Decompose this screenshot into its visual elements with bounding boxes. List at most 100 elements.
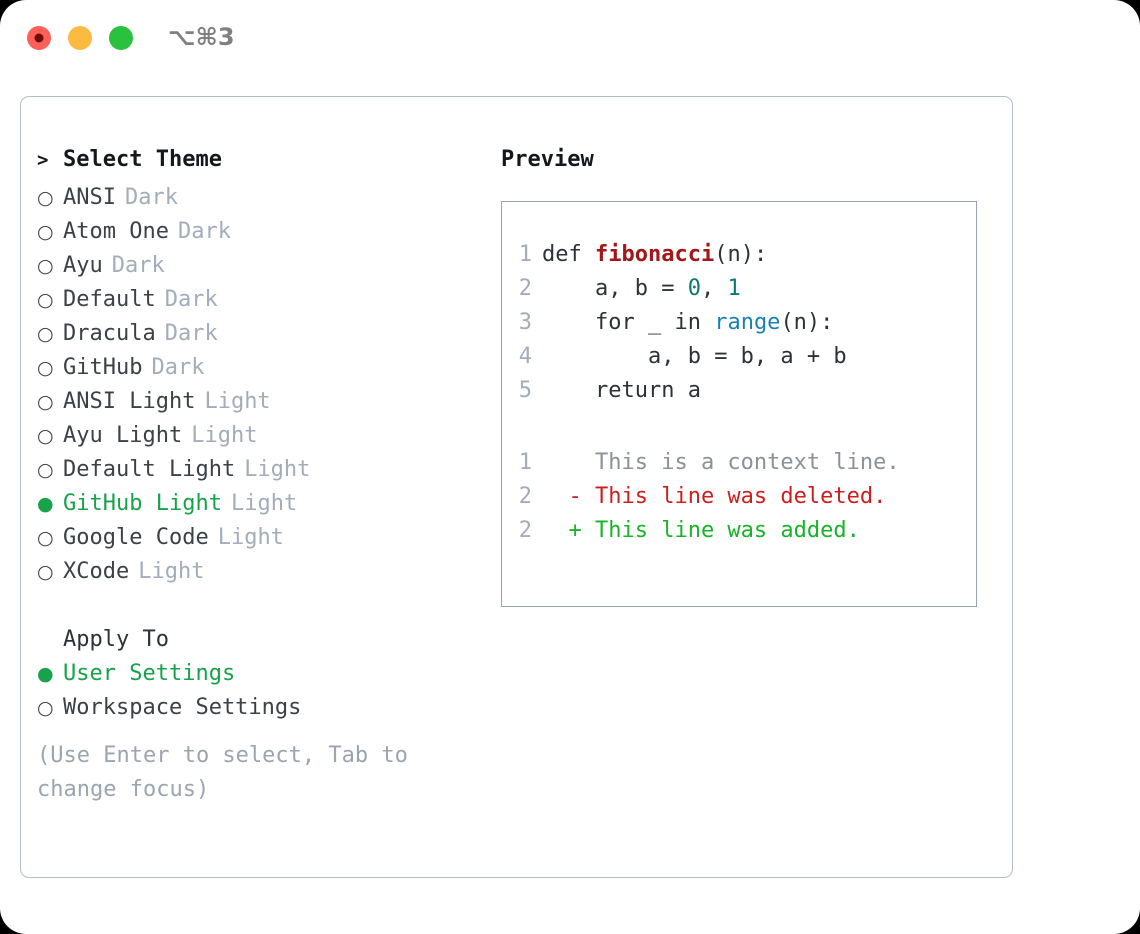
- recording-indicator-icon: [34, 33, 44, 43]
- window-controls: [27, 26, 133, 50]
- select-theme-title: Select Theme: [63, 147, 222, 172]
- theme-kind-badge: Light: [138, 559, 205, 584]
- radio-unselected-icon: ○: [37, 561, 54, 583]
- maximize-button[interactable]: [109, 26, 133, 50]
- theme-name: Dracula: [63, 321, 156, 346]
- apply-to-option-label: User Settings: [63, 661, 236, 686]
- theme-list-item[interactable]: ○ Google Code Light: [37, 525, 487, 559]
- theme-kind-badge: Light: [191, 423, 258, 448]
- code-token-plain: for _ in: [594, 310, 715, 335]
- theme-kind-badge: Dark: [177, 219, 231, 244]
- radio-unselected-icon: ○: [37, 255, 54, 277]
- code-line-text: a, b = b, a + b: [542, 344, 847, 369]
- theme-list-item[interactable]: ○ ANSI Dark: [37, 185, 487, 219]
- apply-to-options: ●User Settings○Workspace Settings: [37, 661, 487, 729]
- apply-to-option-label: Workspace Settings: [63, 695, 302, 720]
- theme-kind-badge: Dark: [151, 355, 205, 380]
- diff-line-number: 2: [518, 484, 532, 509]
- theme-list-item[interactable]: ○ Default Dark: [37, 287, 487, 321]
- code-line-number: 4: [518, 344, 532, 369]
- code-line: 5 return a: [502, 378, 976, 412]
- code-line-text: def fibonacci(n):: [542, 242, 767, 267]
- theme-name: Ayu Light: [63, 423, 183, 448]
- theme-kind-badge: Dark: [124, 185, 178, 210]
- theme-list-item[interactable]: ○ XCode Light: [37, 559, 487, 593]
- theme-kind-badge: Light: [217, 525, 284, 550]
- theme-list-item[interactable]: ○ GitHub Dark: [37, 355, 487, 389]
- apply-to-option[interactable]: ●User Settings: [37, 661, 487, 695]
- keyboard-hint: (Use Enter to select, Tab to change focu…: [37, 743, 408, 802]
- apply-to-label: Apply To: [63, 627, 169, 652]
- code-line-number: 3: [518, 310, 532, 335]
- radio-unselected-icon: ○: [37, 527, 54, 549]
- theme-list-item[interactable]: ● GitHub Light Light: [37, 491, 487, 525]
- code-token-plain: ,: [700, 276, 728, 301]
- radio-unselected-icon: ○: [37, 289, 54, 311]
- code-token-num: 0: [687, 276, 701, 301]
- close-button[interactable]: [27, 26, 51, 50]
- theme-name: GitHub: [63, 355, 143, 380]
- code-line: 3 for _ in range(n):: [502, 310, 976, 344]
- code-token-fn: fibonacci: [594, 242, 715, 267]
- diff-line: 2 + This line was added.: [502, 518, 976, 552]
- theme-kind-badge: Light: [230, 491, 298, 516]
- theme-list-item[interactable]: ○ Atom One Dark: [37, 219, 487, 253]
- radio-unselected-icon: ○: [37, 357, 54, 379]
- theme-name: Ayu: [63, 253, 103, 278]
- code-token-plain: (n):: [780, 310, 834, 335]
- keyboard-shortcut-label: ⌥⌘3: [168, 23, 235, 51]
- theme-list-item[interactable]: ○ Dracula Dark: [37, 321, 487, 355]
- diff-line-number: 1: [518, 450, 532, 475]
- apply-to-option[interactable]: ○Workspace Settings: [37, 695, 487, 729]
- diff-gap: [502, 412, 976, 450]
- apply-to-heading: Apply To: [37, 627, 487, 661]
- theme-kind-badge: Dark: [164, 321, 218, 346]
- theme-name: XCode: [63, 559, 130, 584]
- theme-name: Google Code: [63, 525, 209, 550]
- select-theme-header: > Select Theme: [37, 147, 487, 185]
- code-line: 1 def fibonacci(n):: [502, 242, 976, 276]
- code-token-plain: (n):: [714, 242, 768, 267]
- code-line-number: 5: [518, 378, 532, 403]
- code-line: 2 a, b = 0, 1: [502, 276, 976, 310]
- code-line-number: 1: [518, 242, 532, 267]
- radio-selected-icon: ●: [37, 493, 54, 515]
- theme-name: ANSI Light: [63, 389, 196, 414]
- theme-list-item[interactable]: ○ Ayu Light Light: [37, 423, 487, 457]
- diff-line-text-add: + This line was added.: [542, 518, 860, 543]
- diff-line-text-del: - This line was deleted.: [542, 484, 887, 509]
- radio-unselected-icon: ○: [37, 425, 54, 447]
- theme-kind-badge: Dark: [164, 287, 218, 312]
- diff-sample: 1 This is a context line.2 - This line w…: [502, 450, 976, 552]
- diff-line: 1 This is a context line.: [502, 450, 976, 484]
- radio-unselected-icon: ○: [37, 459, 54, 481]
- theme-kind-badge: Light: [204, 389, 271, 414]
- theme-name: Default: [63, 287, 156, 312]
- minimize-button[interactable]: [68, 26, 92, 50]
- radio-unselected-icon: ○: [37, 221, 54, 243]
- code-token-plain: def: [542, 242, 595, 267]
- code-token-call: range: [714, 310, 781, 335]
- list-gap: [37, 593, 487, 627]
- code-token-num: 1: [727, 276, 741, 301]
- code-token-plain: a, b =: [594, 276, 688, 301]
- code-token-plain: a, b = b, a + b: [647, 344, 847, 369]
- diff-line-text-ctx: This is a context line.: [542, 450, 900, 475]
- theme-name: Atom One: [63, 219, 169, 244]
- title-bar: ⌥⌘3: [0, 0, 1140, 78]
- radio-unselected-icon: ○: [37, 323, 54, 345]
- theme-kind-badge: Light: [244, 457, 311, 482]
- code-line-text: return a: [542, 378, 701, 403]
- theme-name: GitHub Light: [63, 491, 222, 516]
- code-line-text: a, b = 0, 1: [542, 276, 741, 301]
- theme-name: ANSI: [63, 185, 116, 210]
- radio-unselected-icon: ○: [37, 187, 54, 209]
